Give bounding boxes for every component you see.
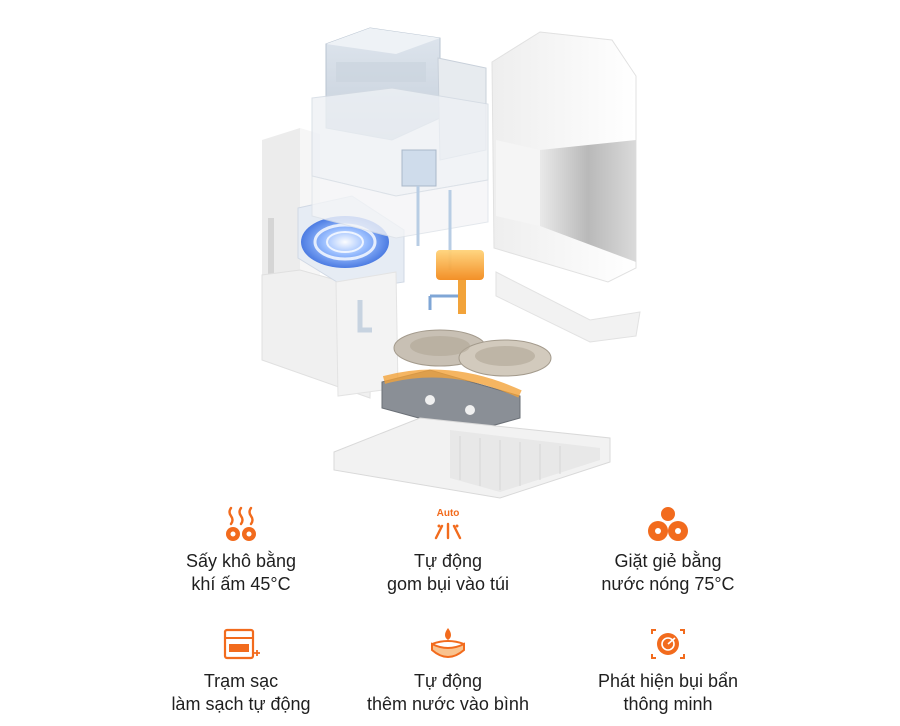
hot-air-dry-icon bbox=[226, 506, 256, 541]
wash-tray bbox=[381, 369, 522, 433]
feature-hot-air-dry: Sấy khô bằng khí ấm 45°C bbox=[111, 504, 371, 596]
feature-label: Tự động thêm nước vào bình bbox=[367, 671, 529, 714]
product-exploded-illustration bbox=[261, 27, 641, 499]
feature-label: Tự động gom bụi vào túi bbox=[386, 551, 510, 594]
auto-water-refill-icon bbox=[431, 628, 465, 658]
feature-smart-dirt-detection: Phát hiện bụi bẩn thông minh bbox=[538, 624, 798, 716]
dust-bag-module bbox=[491, 31, 641, 343]
self-cleaning-station-icon bbox=[223, 628, 260, 660]
feature-label: Sấy khô bằng khí ấm 45°C bbox=[185, 551, 297, 594]
feature-hot-water-mop-wash: Giặt giẻ bằng nước nóng 75°C bbox=[538, 504, 798, 596]
feature-label: Trạm sạc làm sạch tự động bbox=[171, 671, 311, 714]
feature-auto-dust-collect: Auto Tự động gom bụi vào túi bbox=[318, 504, 578, 596]
feature-self-cleaning-station: Trạm sạc làm sạch tự động bbox=[111, 624, 371, 716]
svg-text:Auto: Auto bbox=[437, 508, 460, 519]
feature-label: Giặt giẻ bằng nước nóng 75°C bbox=[601, 551, 735, 594]
tank-frame bbox=[311, 87, 489, 270]
base-plate bbox=[333, 417, 611, 499]
feature-label: Phát hiện bụi bẩn thông minh bbox=[597, 671, 739, 714]
auto-dust-collect-icon: Auto bbox=[434, 508, 462, 540]
smart-dirt-detection-icon bbox=[651, 629, 685, 659]
water-heater-nozzle bbox=[428, 250, 484, 314]
feature-auto-water-refill: Tự động thêm nước vào bình bbox=[318, 624, 578, 716]
mop-pads bbox=[393, 329, 552, 377]
hot-water-mop-wash-icon bbox=[648, 507, 688, 541]
